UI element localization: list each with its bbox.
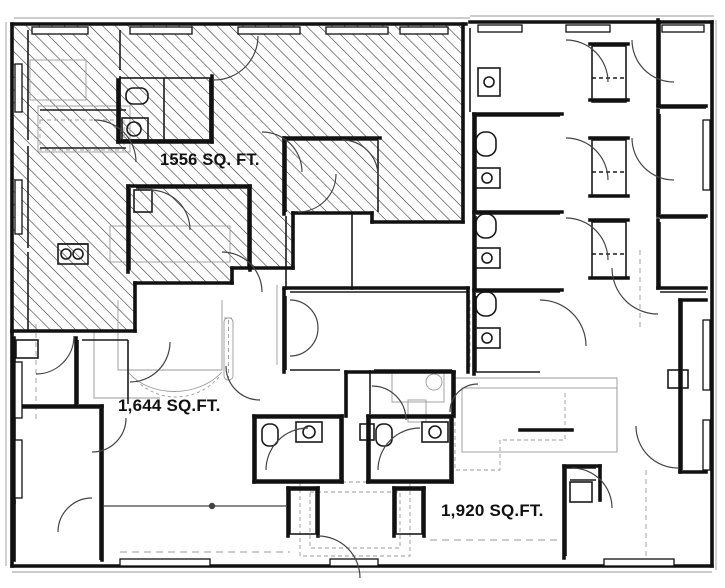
dimension-line [104, 502, 286, 510]
furniture-and-reference-lines [5, 15, 717, 573]
structural-walls [10, 18, 714, 568]
interior-walls-thin [13, 20, 706, 560]
window-openings [14, 24, 711, 567]
door-swings [35, 35, 679, 579]
